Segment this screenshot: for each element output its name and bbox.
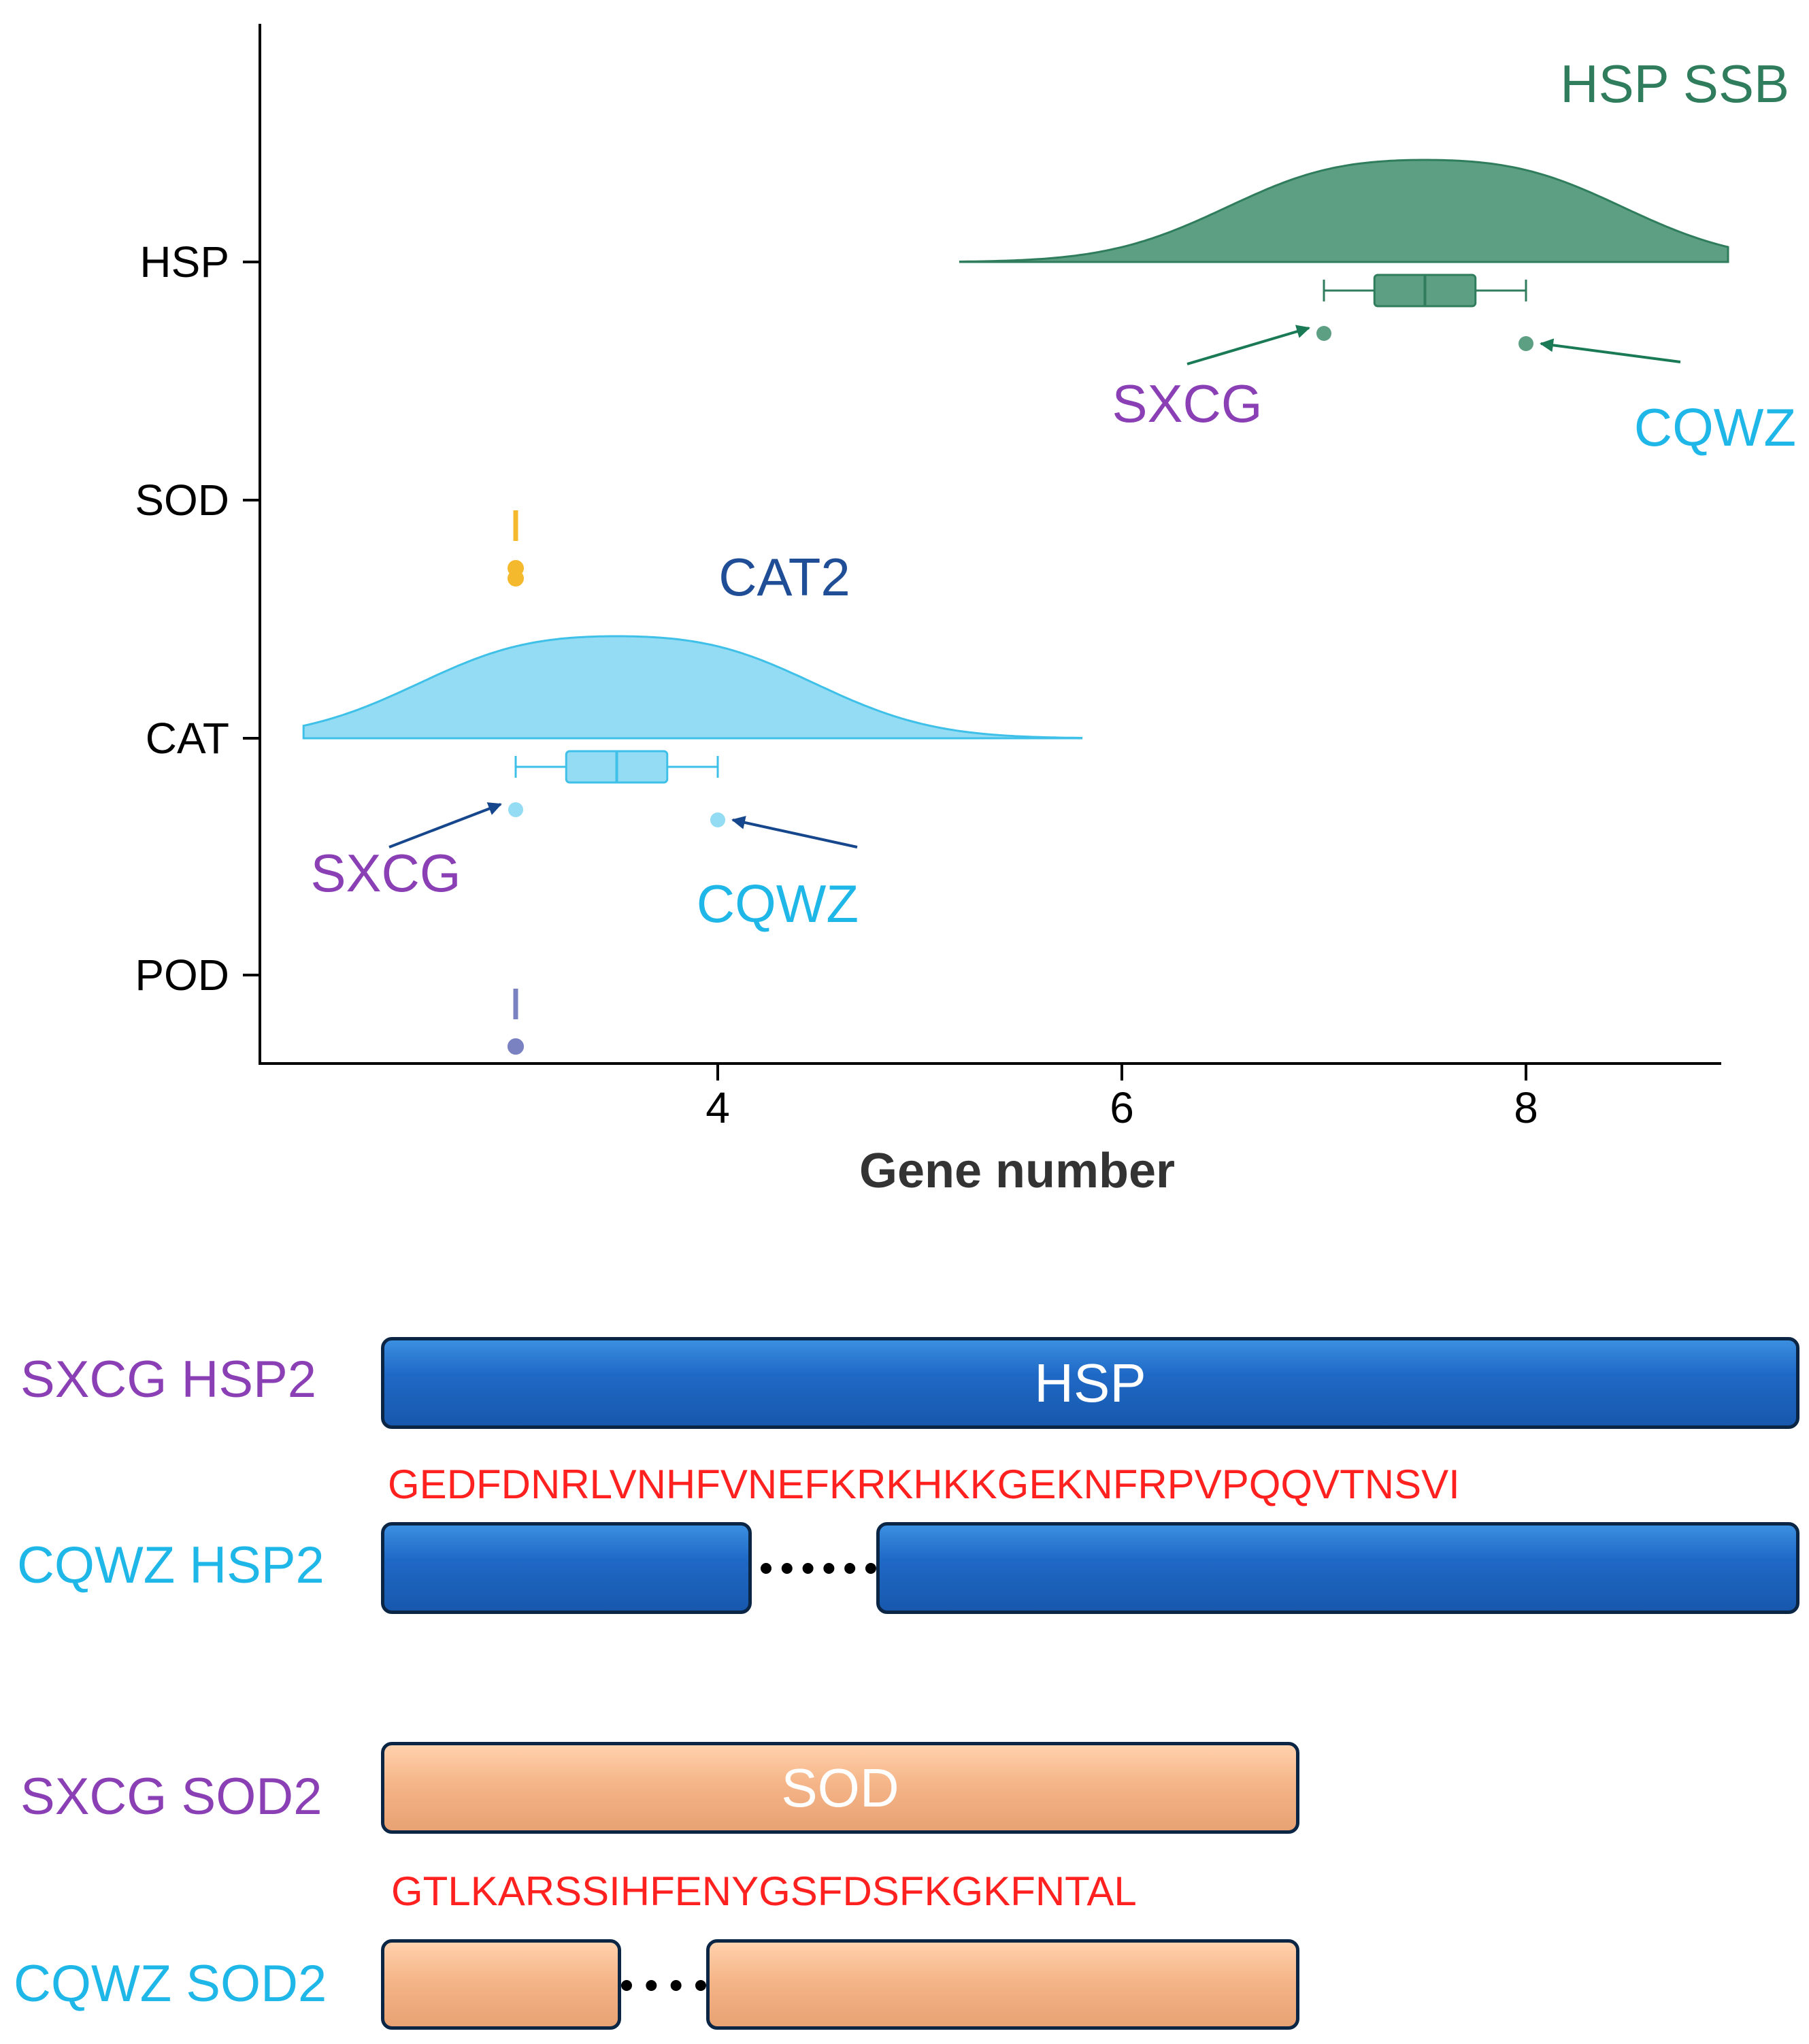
x-tick-label-8: 8 (1514, 1083, 1538, 1132)
hsp-domain-label: HSP (1034, 1352, 1146, 1413)
sod-domain-bar-fragment-2 (706, 1939, 1299, 2030)
sod-domain-bar-fragment-1 (381, 1939, 621, 2030)
sod-deleted-sequence: GTLKARSSIHFENYGSFDSFKGKFNTAL (391, 1868, 1137, 1914)
series-label-cat2: CAT2 (718, 547, 850, 607)
sod-domain-bar-full: SOD (381, 1742, 1299, 1834)
sod-domain-label: SOD (781, 1757, 899, 1818)
row-label-sxcg-hsp2: SXCG HSP2 (20, 1351, 317, 1408)
hsp-deletion-gap (761, 1563, 876, 1574)
row-label-sxcg-sod2: SXCG SOD2 (20, 1768, 322, 1826)
annotation-label-sxcg-hsp: SXCG (1112, 374, 1262, 433)
y-tick-label-pod: POD (135, 951, 229, 1000)
x-tick-label-4: 4 (706, 1083, 730, 1132)
data-point-pod-1 (508, 1038, 524, 1055)
hsp-domain-bar-fragment-1 (381, 1522, 752, 1614)
y-tick-label-sod: SOD (135, 476, 229, 525)
y-tick-label-hsp: HSP (139, 237, 229, 286)
data-point-sod-1 (508, 570, 524, 587)
row-label-cqwz-sod2: CQWZ SOD2 (14, 1955, 327, 2013)
data-point-hsp-0 (1316, 326, 1331, 341)
hsp-deleted-sequence: GEDFDNRLVNHFVNEFKRKHKKGEKNFRPVPQQVTNSVI (388, 1462, 1460, 1507)
annotation-label-cqwz-hsp: CQWZ (1634, 397, 1796, 457)
density-cloud-cat (302, 635, 1083, 740)
annotation-arrow-cqwz-hsp (1540, 338, 1681, 363)
annotation-label-sxcg-cat: SXCG (310, 843, 461, 903)
data-point-cat-0 (508, 802, 523, 817)
hsp-domain-bar-fragment-2 (876, 1522, 1799, 1614)
x-axis-title: Gene number (859, 1144, 1175, 1198)
annotation-arrow-sxcg-hsp (1186, 325, 1310, 365)
series-label-hsp-ssb: HSP SSB (1560, 54, 1789, 114)
annotation-label-cqwz-cat: CQWZ (697, 874, 859, 934)
annotation-arrow-sxcg-cat (388, 802, 502, 848)
y-tick-label-cat: CAT (146, 714, 229, 763)
x-tick-label-6: 6 (1110, 1083, 1134, 1132)
density-cloud-hsp (959, 159, 1729, 263)
row-label-cqwz-hsp2: CQWZ HSP2 (17, 1536, 325, 1594)
annotation-arrow-cqwz-cat (731, 816, 858, 848)
data-point-cat-1 (710, 812, 725, 827)
hsp-domain-bar-full: HSP (381, 1337, 1799, 1429)
sod-deletion-gap (621, 1980, 706, 1991)
data-point-hsp-1 (1518, 336, 1533, 351)
